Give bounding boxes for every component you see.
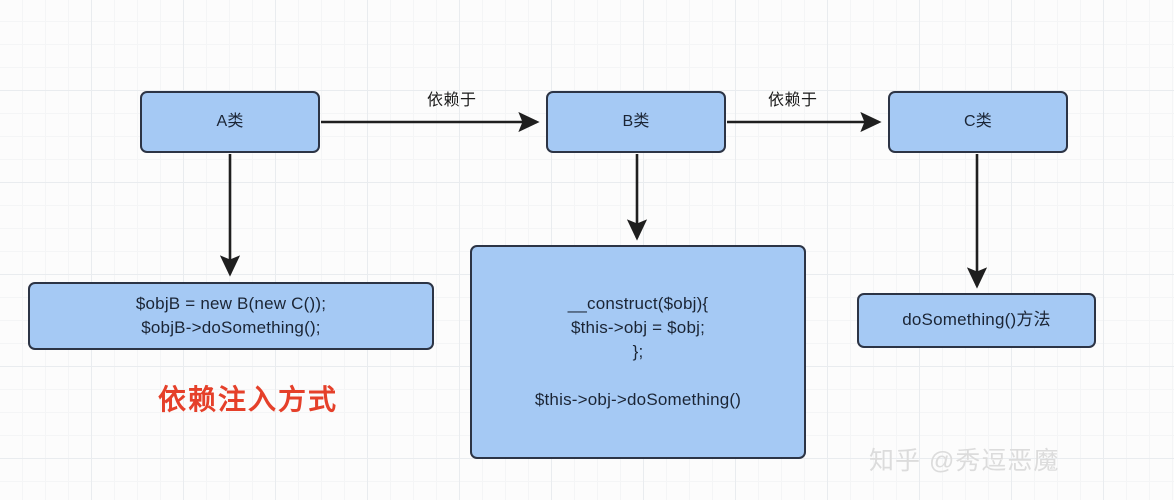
node-right-method-label: doSomething()方法	[902, 310, 1051, 330]
watermark: 知乎 @秀逗恶魔	[869, 447, 1060, 475]
edge-label-b-to-c: 依赖于	[768, 92, 818, 109]
node-class-a-label: A类	[216, 112, 244, 130]
node-class-c[interactable]: C类	[888, 91, 1068, 153]
node-right-method[interactable]: doSomething()方法	[857, 293, 1096, 348]
node-class-c-label: C类	[964, 112, 992, 130]
annotation-dependency-injection: 依赖注入方式	[158, 384, 339, 415]
edge-label-a-to-b: 依赖于	[427, 92, 477, 109]
node-class-b-label: B类	[622, 112, 650, 130]
node-middle-code-text: __construct($obj){ $this->obj = $obj; };…	[534, 293, 742, 410]
node-middle-code[interactable]: __construct($obj){ $this->obj = $obj; };…	[470, 245, 806, 459]
node-left-code[interactable]: $objB = new B(new C()); $objB->doSomethi…	[28, 282, 434, 350]
node-left-code-text: $objB = new B(new C()); $objB->doSomethi…	[135, 293, 327, 337]
node-class-b[interactable]: B类	[546, 91, 726, 153]
node-class-a[interactable]: A类	[140, 91, 320, 153]
